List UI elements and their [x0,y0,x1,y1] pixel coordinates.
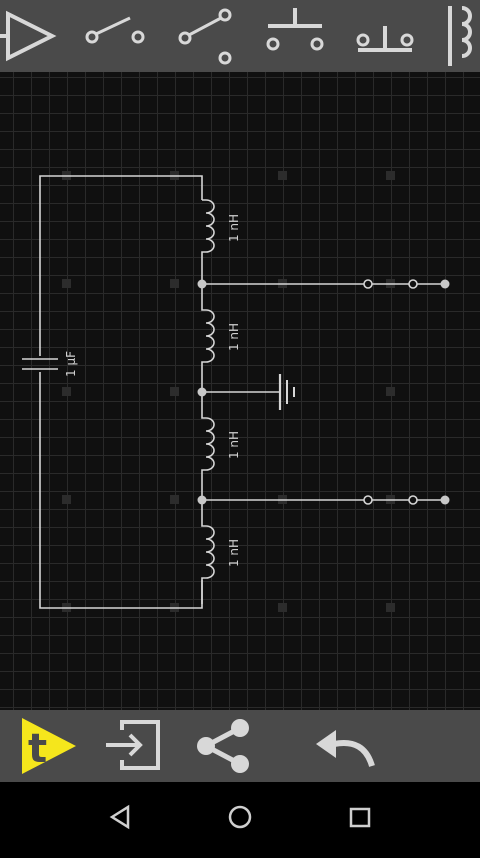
export-button[interactable] [102,710,166,782]
diode-tool[interactable] [0,0,60,72]
share-icon [197,719,249,773]
recents-button[interactable] [336,782,384,854]
terminal-node[interactable] [363,495,373,505]
circuit-schematic: 1 µF 1 nH 1 nH 1 nH 1 nH [22,171,450,612]
switch-tool[interactable] [82,0,152,72]
inductor-4-label: 1 nH [227,539,241,567]
undo-button[interactable] [312,710,378,782]
terminal-node[interactable] [408,279,418,289]
push-button-nc-icon [356,26,414,52]
inductor-4[interactable] [201,500,215,604]
circuit-canvas[interactable]: 1 µF 1 nH 1 nH 1 nH 1 nH [0,72,480,710]
capacitor-1uf[interactable] [22,358,58,370]
recents-icon [349,807,371,828]
push-button-no-icon [266,8,324,51]
inductor-1[interactable] [201,199,215,284]
inductor-2-label: 1 nH [227,323,241,351]
ground-symbol[interactable] [202,374,295,410]
export-icon [106,720,160,770]
home-icon [228,805,252,829]
terminal-end-dot[interactable] [440,279,450,289]
logo-letter: t [28,726,47,772]
back-icon [109,804,130,830]
inductor-2[interactable] [201,284,215,390]
switch-spdt-icon [178,8,232,65]
push-button-nc-tool[interactable] [354,0,420,72]
inductor-1-label: 1 nH [227,214,241,242]
junction-dot [197,279,207,289]
back-button[interactable] [96,782,144,854]
component-toolbar [0,0,480,72]
app-logo-button[interactable]: t [14,710,84,782]
capacitor-label: 1 µF [64,351,78,377]
action-bar: t [0,710,480,782]
wire-bottom [39,372,203,609]
share-button[interactable] [192,710,258,782]
transformer-icon [448,6,472,66]
system-nav-bar [0,782,480,854]
transformer-tool[interactable] [440,0,480,72]
diode-icon [0,10,57,62]
junction-dot [197,495,207,505]
push-button-tool[interactable] [264,0,330,72]
wire-top [39,175,203,356]
home-button[interactable] [216,782,264,854]
terminal-end-dot[interactable] [440,495,450,505]
inductor-3[interactable] [201,392,215,498]
switch-closed-tool[interactable] [175,0,245,72]
terminal-node[interactable] [363,279,373,289]
app-logo-icon: t [22,718,76,774]
terminal-node[interactable] [408,495,418,505]
switch-spst-icon [85,16,145,44]
inductor-3-label: 1 nH [227,431,241,459]
undo-icon [316,730,375,767]
junction-dot [197,387,207,397]
